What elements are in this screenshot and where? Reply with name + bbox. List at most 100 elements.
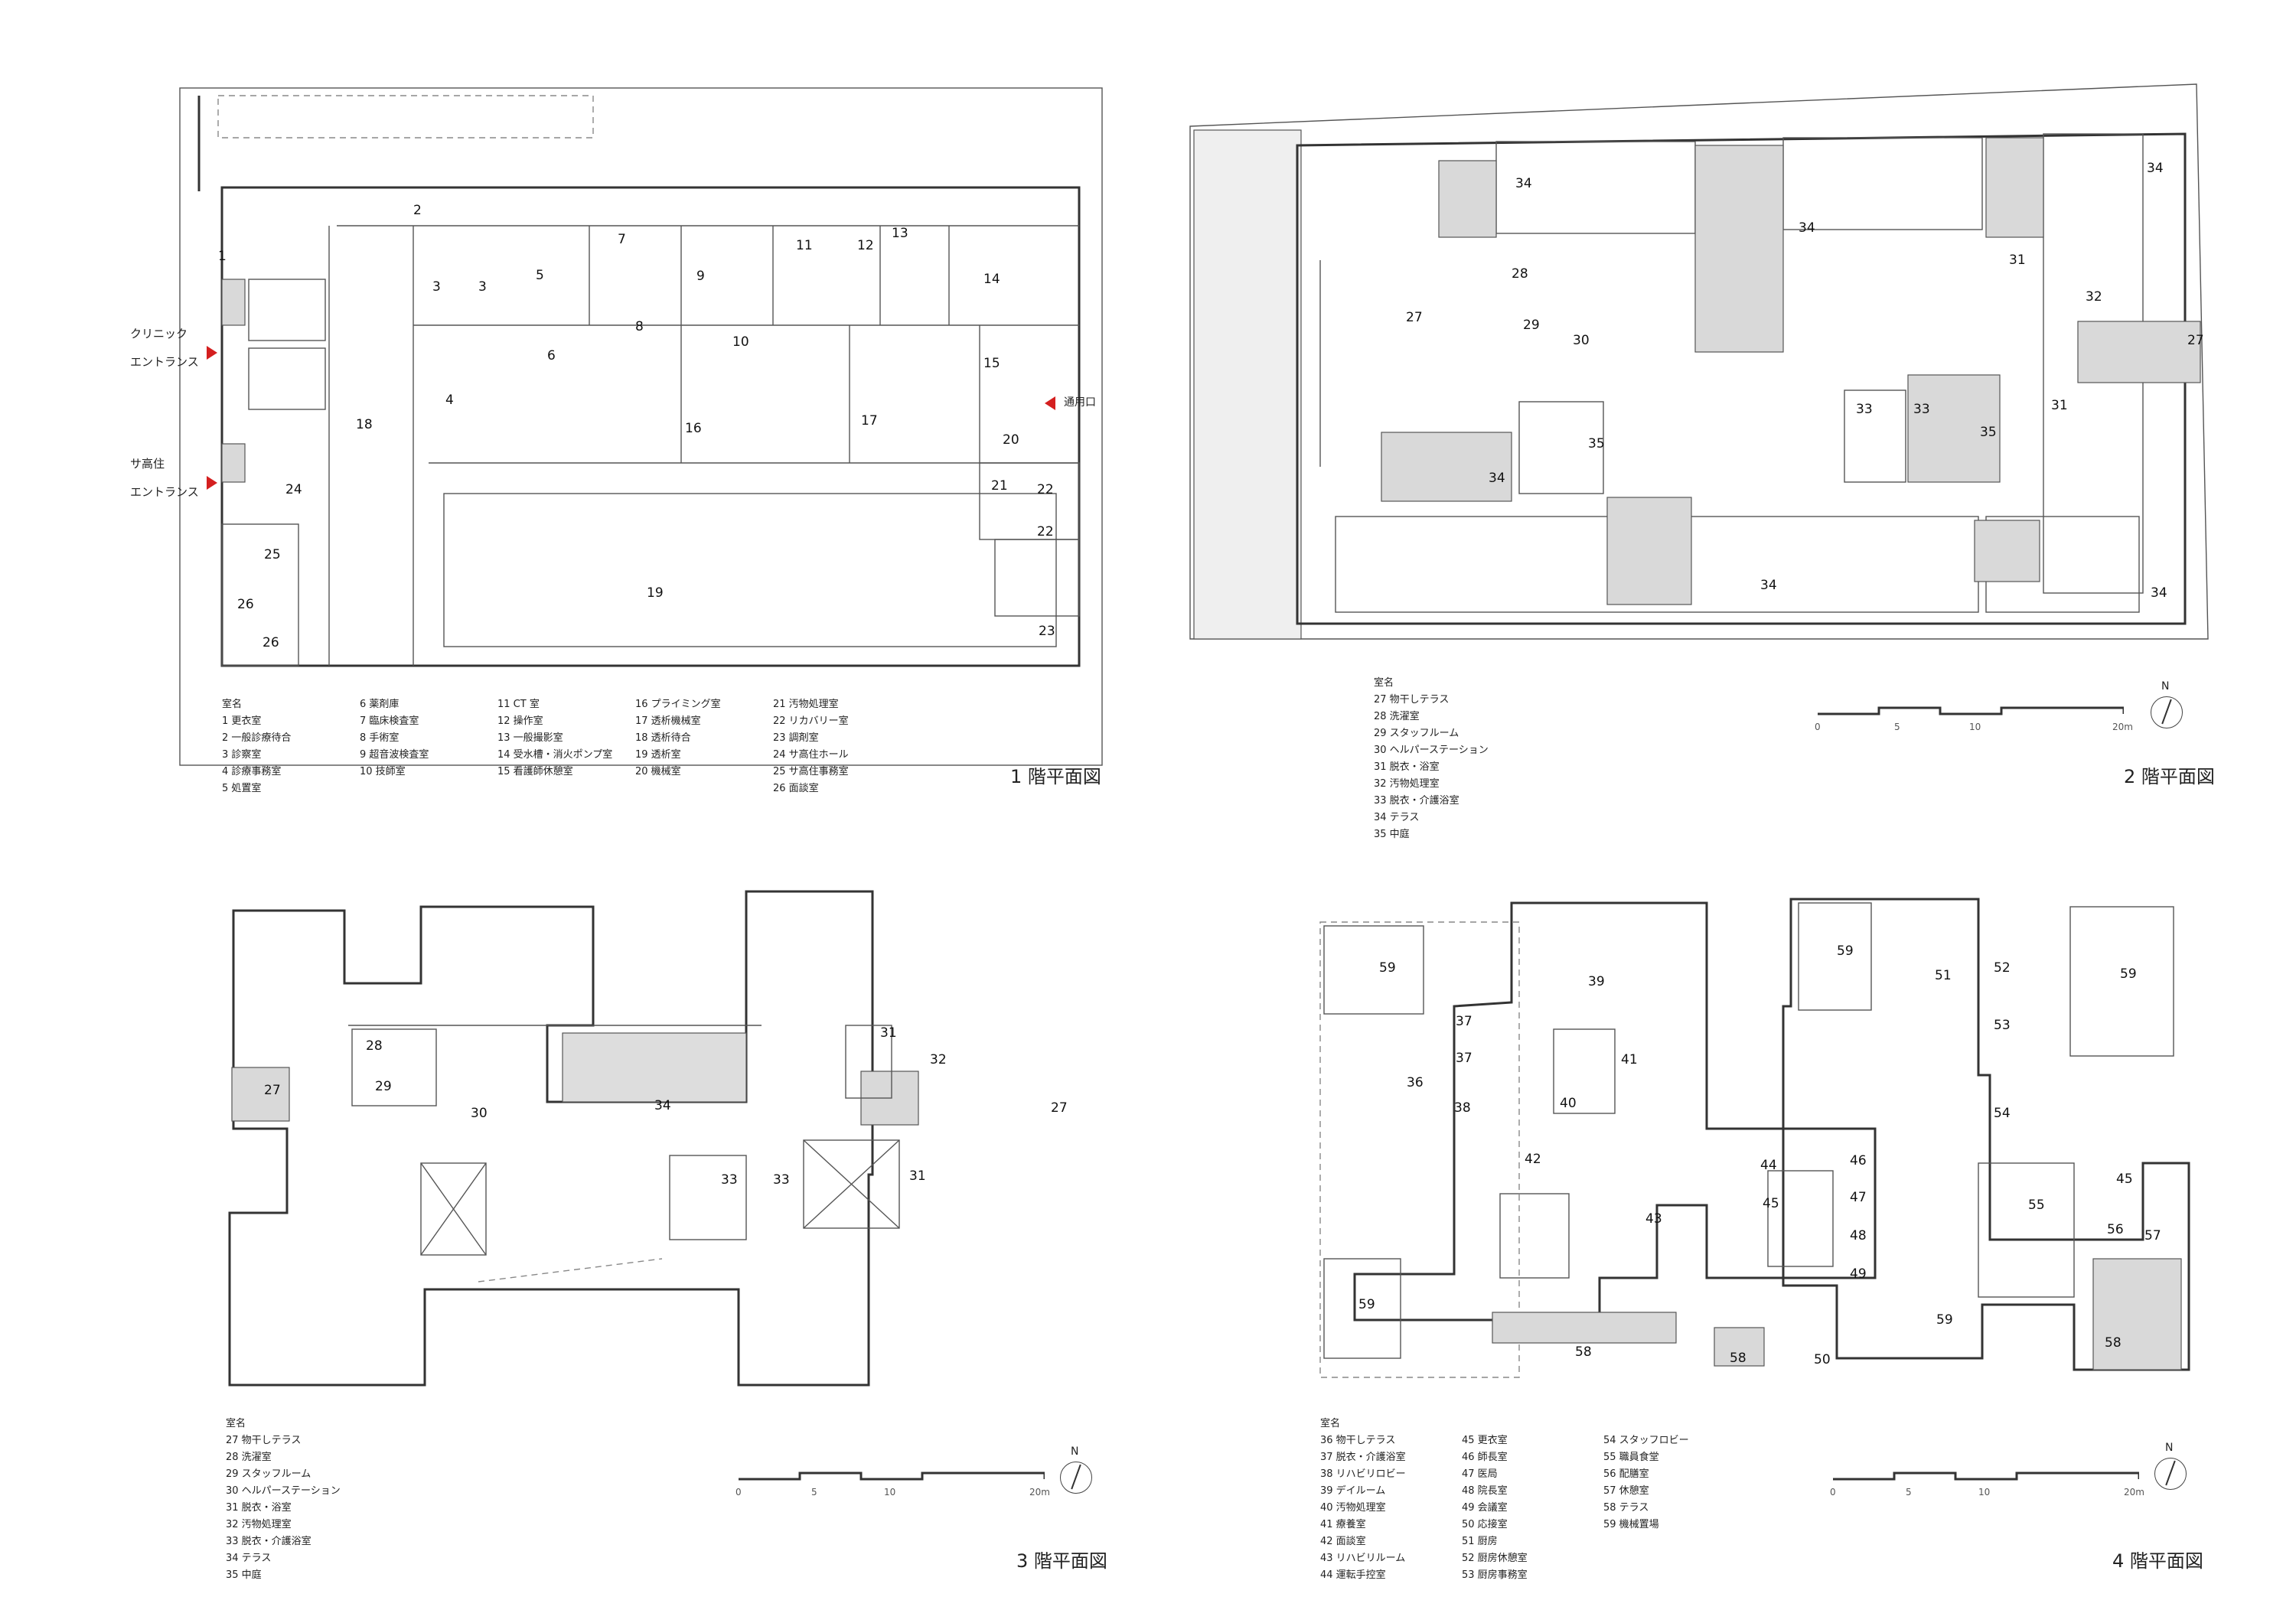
- room-num: 14: [983, 272, 1000, 287]
- room-num: 58: [1575, 1344, 1592, 1360]
- room-num: 31: [2009, 253, 2026, 268]
- floor2-scale-bar: 0 5 10 20m: [1815, 693, 2133, 738]
- room-num: 52: [1994, 960, 2011, 976]
- legend-item: 39 デイルーム: [1320, 1485, 1386, 1497]
- legend-item: 57 休憩室: [1603, 1485, 1649, 1497]
- room-num: 34: [1760, 578, 1777, 593]
- floor1-title: 1 階平面図: [1010, 766, 1101, 787]
- room-num: 17: [861, 413, 878, 429]
- legend-heading: 室名: [222, 699, 243, 710]
- room-num: 31: [880, 1025, 897, 1041]
- room-num: 49: [1850, 1266, 1867, 1282]
- scale-tick: 0: [735, 1487, 742, 1498]
- legend-item: 17 透析機械室: [635, 715, 701, 727]
- room-num: 32: [930, 1052, 947, 1067]
- scale-bar-drawing: [1833, 1471, 2141, 1481]
- legend-item: 28 洗濯室: [1374, 711, 1420, 722]
- floor3-title: 3 階平面図: [1016, 1550, 1107, 1572]
- legend-item: 49 会議室: [1462, 1502, 1508, 1514]
- room-num: 27: [2187, 333, 2204, 348]
- legend-col-2: 6 薬剤庫 7 臨床検査室 8 手術室 9 超音波検査室 10 技師室: [360, 696, 429, 781]
- legend-item: 27 物干しテラス: [226, 1435, 302, 1446]
- room-num: 41: [1621, 1052, 1638, 1067]
- scale-tick: 20m: [1029, 1487, 1050, 1498]
- room-num: 34: [1489, 471, 1505, 486]
- room-num: 25: [264, 547, 281, 562]
- legend-item: 50 応接室: [1462, 1519, 1508, 1530]
- legend-item: 25 サ高住事務室: [773, 766, 849, 777]
- legend-col-1: 1 更衣室 2 一般診療待合 3 診察室 4 診療事務室 5 処置室: [222, 713, 291, 797]
- room-num: 33: [773, 1172, 790, 1188]
- room-num: 45: [1763, 1196, 1779, 1211]
- legend-item: 58 テラス: [1603, 1502, 1649, 1514]
- legend-item: 9 超音波検査室: [360, 749, 429, 761]
- clinic-entrance-line1: クリニック: [130, 327, 188, 341]
- scale-tick: 5: [1894, 722, 1900, 732]
- floor4-title: 4 階平面図: [2112, 1550, 2203, 1572]
- floor2-title: 2 階平面図: [2124, 766, 2215, 787]
- legend-item: 38 リハビリロビー: [1320, 1468, 1406, 1480]
- room-num: 5: [536, 268, 544, 283]
- room-num: 35: [1588, 436, 1605, 451]
- legend-col-3: 54 スタッフロビー 55 職員食堂 56 配膳室 57 休憩室 58 テラス …: [1603, 1432, 1689, 1533]
- legend-item: 24 サ高住ホール: [773, 749, 849, 761]
- legend-item: 48 院長室: [1462, 1485, 1508, 1497]
- legend-item: 30 ヘルパーステーション: [226, 1485, 341, 1497]
- sakoju-entrance-line1: サ高住: [130, 457, 165, 471]
- room-num: 34: [2151, 585, 2167, 601]
- room-num: 28: [366, 1038, 383, 1054]
- legend-item: 29 スタッフルーム: [1374, 728, 1459, 739]
- room-num: 8: [635, 319, 644, 334]
- sakoju-entrance-arrow-icon: [207, 476, 217, 490]
- legend-item: 51 厨房: [1462, 1536, 1498, 1547]
- legend-item: 41 療養室: [1320, 1519, 1366, 1530]
- legend-item: 33 脱衣・介護浴室: [1374, 795, 1459, 807]
- floor2-drawing: [1189, 83, 2209, 640]
- room-num: 33: [1913, 402, 1930, 417]
- room-num: 44: [1760, 1158, 1777, 1173]
- legend-item: 36 物干しテラス: [1320, 1435, 1396, 1446]
- legend-col-1: 36 物干しテラス 37 脱衣・介護浴室 38 リハビリロビー 39 デイルーム…: [1320, 1432, 1406, 1584]
- room-num: 48: [1850, 1228, 1867, 1243]
- legend-item: 55 職員食堂: [1603, 1452, 1659, 1463]
- room-num: 58: [1730, 1351, 1746, 1366]
- room-num: 4: [445, 393, 454, 408]
- legend-item: 33 脱衣・介護浴室: [226, 1536, 311, 1547]
- legend-item: 30 ヘルパーステーション: [1374, 745, 1489, 756]
- legend-item: 32 汚物処理室: [226, 1519, 292, 1530]
- room-num: 40: [1560, 1096, 1577, 1111]
- sakoju-entrance-label: サ高住 エントランス: [130, 455, 199, 500]
- room-num: 9: [696, 269, 705, 284]
- scale-tick: 5: [1906, 1487, 1912, 1498]
- legend-item: 44 運転手控室: [1320, 1569, 1386, 1581]
- room-num: 57: [2144, 1228, 2161, 1243]
- legend-item: 11 CT 室: [497, 699, 540, 710]
- legend-item: 42 面談室: [1320, 1536, 1366, 1547]
- legend-item: 7 臨床検査室: [360, 715, 419, 727]
- legend-item: 43 リハビリルーム: [1320, 1553, 1406, 1564]
- legend-heading: 室名: [1320, 1418, 1341, 1429]
- legend-item: 27 物干しテラス: [1374, 694, 1450, 706]
- floor3-legend: 室名 27 物干しテラス 28 洗濯室 29 スタッフルーム 30 ヘルパーステ…: [226, 1416, 455, 1584]
- legend-item: 32 汚物処理室: [1374, 778, 1440, 790]
- north-label: N: [1071, 1445, 1079, 1458]
- scale-tick: 5: [811, 1487, 817, 1498]
- room-num: 16: [685, 421, 702, 436]
- floor4-drawing: [1319, 898, 2190, 1378]
- scale-tick: 10: [1969, 722, 1981, 732]
- floor2-plan: 34 34 34 31 28 29 30 27 27 32 33 33 35 3…: [1189, 83, 2216, 840]
- scale-tick: 0: [1830, 1487, 1836, 1498]
- room-num: 1: [218, 249, 227, 264]
- room-num: 35: [1980, 425, 1997, 440]
- legend-item: 3 診察室: [222, 749, 262, 761]
- room-num: 34: [1799, 220, 1815, 236]
- room-num: 59: [1837, 943, 1854, 959]
- room-num: 18: [356, 417, 373, 432]
- room-num: 36: [1407, 1075, 1424, 1090]
- floor3-drawing: [228, 890, 919, 1387]
- clinic-entrance-line2: エントランス: [130, 355, 199, 369]
- room-num: 31: [2051, 398, 2068, 413]
- floor1-legend: 室名 1 更衣室 2 一般診療待合 3 診察室 4 診療事務室 5 処置室 6 …: [222, 696, 987, 794]
- room-num: 29: [375, 1079, 392, 1094]
- legend-item: 31 脱衣・浴室: [226, 1502, 292, 1514]
